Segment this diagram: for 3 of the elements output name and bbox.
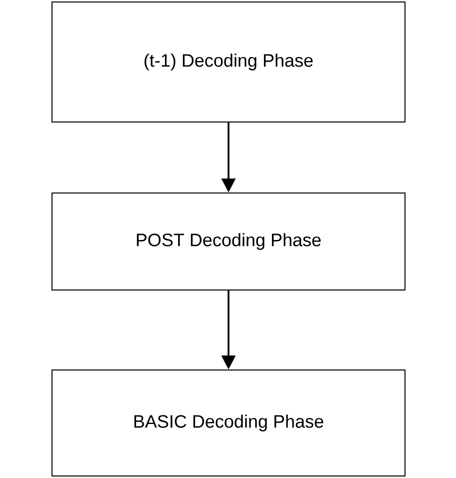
process-box: POST Decoding Phase [52, 192, 406, 290]
process-box: (t-1) Decoding Phase [52, 2, 406, 122]
process-box: BASIC Decoding Phase [52, 370, 406, 476]
